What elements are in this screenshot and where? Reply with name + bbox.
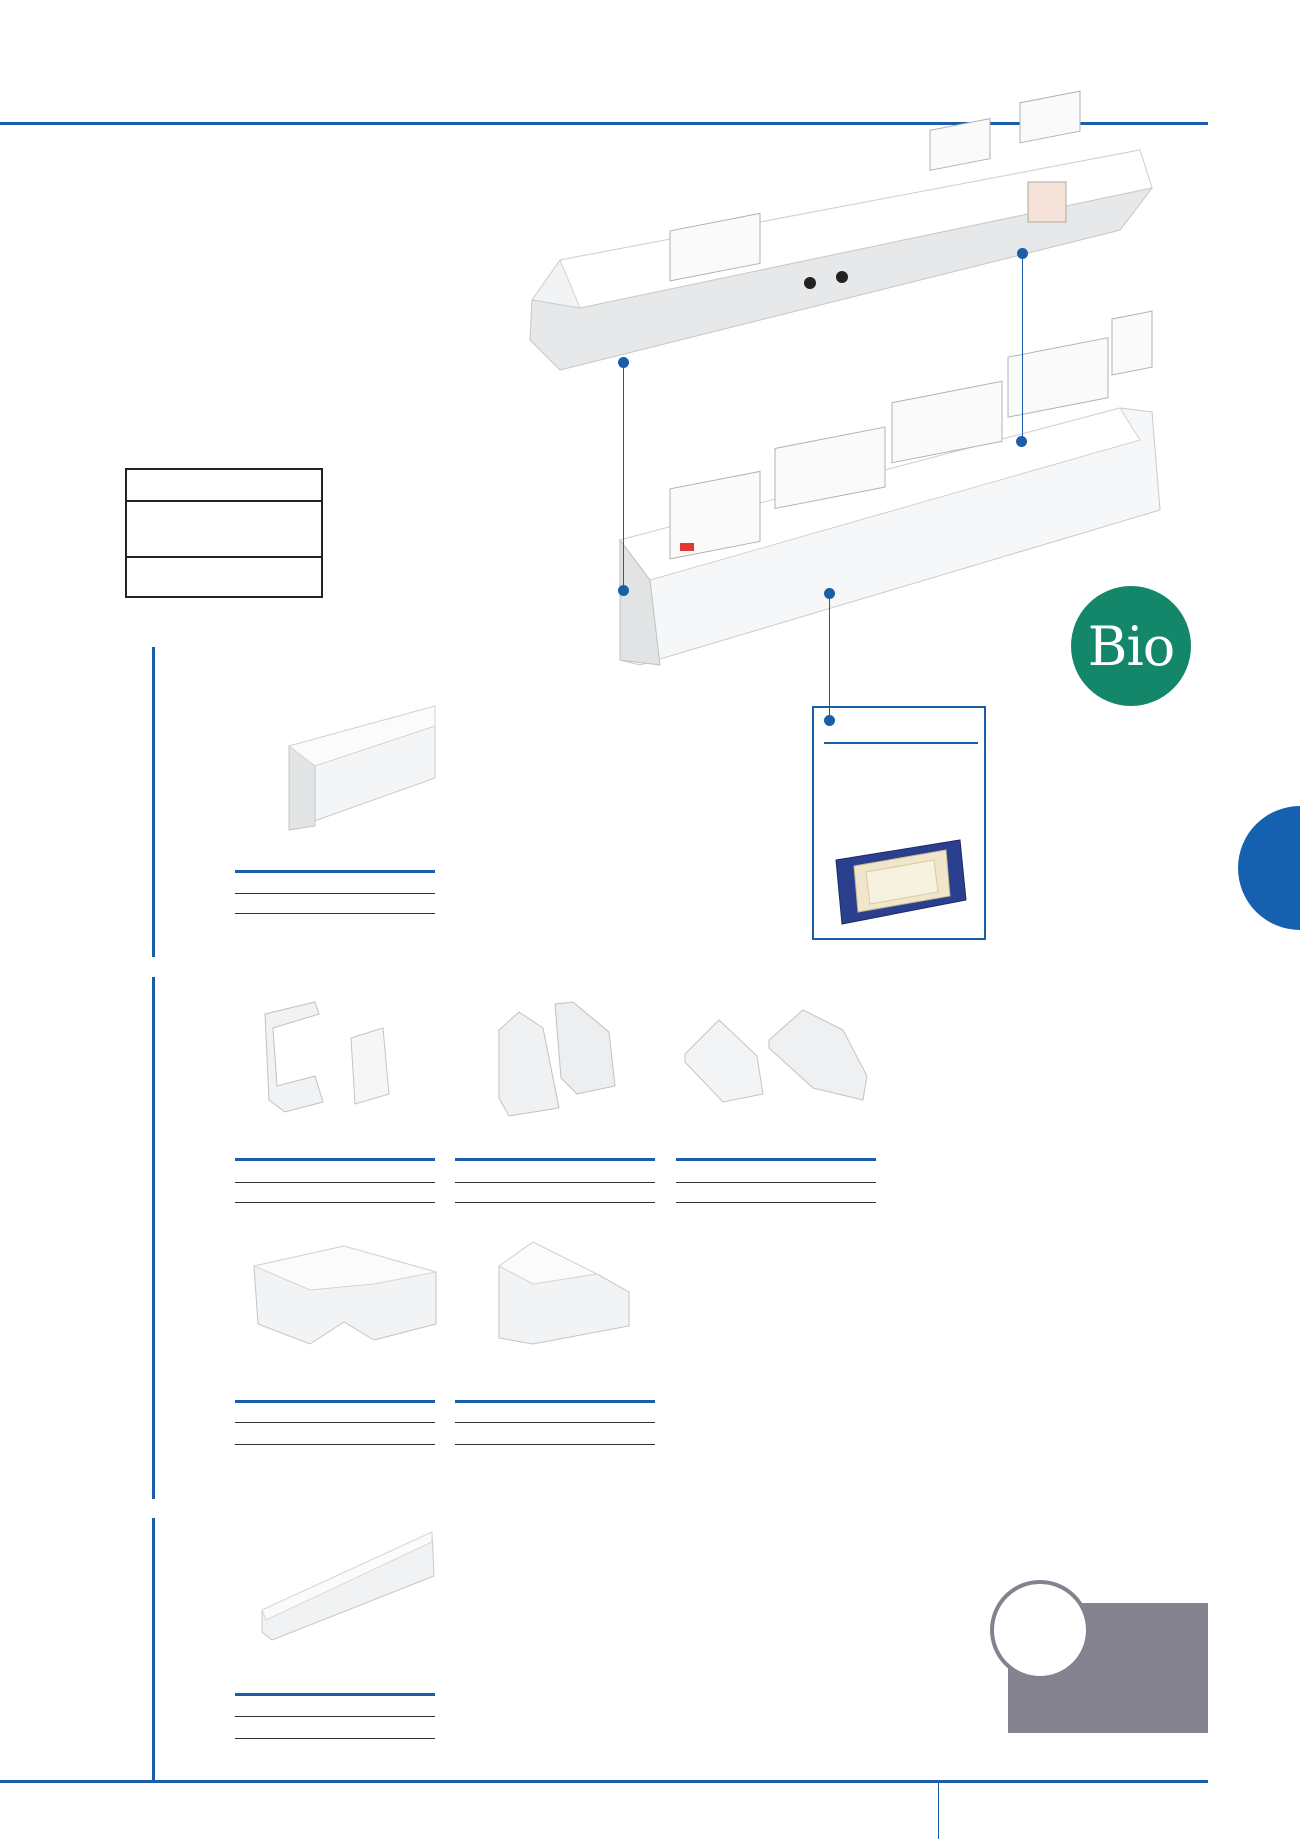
end-cap-image — [498, 1001, 616, 1117]
leader-dot — [824, 715, 835, 726]
item-rule — [455, 1202, 655, 1203]
item-rule — [676, 1202, 876, 1203]
desk-trunking-product-image — [529, 90, 1161, 666]
leader-dot — [618, 585, 629, 596]
spec-table-divider — [127, 556, 321, 558]
stop-end-image — [498, 1241, 630, 1345]
item-rule — [235, 870, 435, 873]
section-tab — [1238, 806, 1300, 930]
item-rule — [235, 1158, 435, 1161]
top-rule — [0, 122, 1208, 125]
mounting-box-image — [835, 839, 967, 925]
section-a-rule — [152, 647, 155, 957]
info-panel-circle — [990, 1580, 1090, 1680]
item-rule — [676, 1158, 876, 1161]
leader-dot — [824, 588, 835, 599]
spec-table-divider — [127, 500, 321, 502]
item-rule — [235, 1716, 435, 1717]
end-cap-pair-image — [684, 1009, 868, 1103]
item-rule — [455, 1422, 655, 1423]
item-rule — [235, 1444, 435, 1445]
item-rule — [235, 913, 435, 914]
lid-clip-strip-image — [261, 1531, 435, 1641]
item-rule — [235, 1182, 435, 1183]
item-rule — [235, 1693, 435, 1696]
leader-line — [623, 362, 624, 592]
bottom-rule — [0, 1780, 1208, 1783]
leader-line — [1022, 253, 1023, 443]
leader-dot — [1017, 248, 1028, 259]
item-rule — [235, 1738, 435, 1739]
item-rule — [455, 1158, 655, 1161]
section-c-rule — [152, 1518, 155, 1780]
footer-divider — [938, 1783, 939, 1839]
spec-table — [125, 468, 323, 598]
item-rule — [235, 1202, 435, 1203]
leader-line — [829, 594, 830, 720]
bio-badge: Bio — [1071, 586, 1191, 706]
trunking-length-image — [287, 705, 436, 831]
item-rule — [455, 1444, 655, 1445]
leader-dot — [618, 357, 629, 368]
item-rule — [455, 1400, 655, 1403]
leader-dot — [1016, 436, 1027, 447]
item-rule — [455, 1182, 655, 1183]
item-rule — [235, 1422, 435, 1423]
section-b-rule — [152, 977, 155, 1499]
item-rule — [235, 1400, 435, 1403]
callout-box — [812, 706, 986, 940]
item-rule — [676, 1182, 876, 1183]
coupler-image — [264, 1001, 390, 1113]
item-rule — [235, 893, 435, 894]
internal-angle-image — [252, 1245, 437, 1345]
callout-rule — [824, 742, 978, 744]
